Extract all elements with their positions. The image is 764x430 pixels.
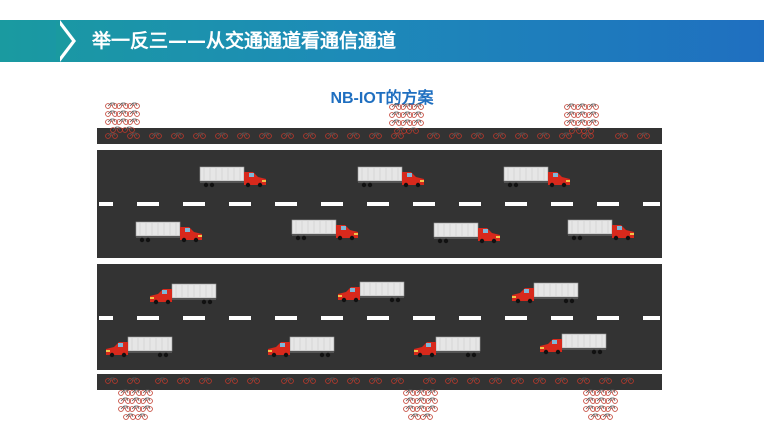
page-title: 举一反三——从交通通道看通信通道 bbox=[92, 30, 397, 52]
lane-dashes-lower bbox=[99, 316, 660, 320]
bike-cluster-bottom-left bbox=[119, 390, 153, 419]
bike-lane-bottom bbox=[97, 374, 662, 390]
bike-cluster-top-left bbox=[106, 103, 140, 132]
header-bar bbox=[0, 20, 764, 62]
chevron-inner-shape bbox=[56, 20, 72, 62]
bike-lane-top bbox=[97, 128, 662, 144]
lane-dashes-upper bbox=[99, 202, 660, 206]
bike-cluster-bottom-right bbox=[584, 390, 618, 419]
road-median bbox=[97, 258, 662, 264]
bike-cluster-bottom-center bbox=[404, 390, 438, 419]
scheme-title: NB-IOT的方案 bbox=[330, 90, 434, 107]
